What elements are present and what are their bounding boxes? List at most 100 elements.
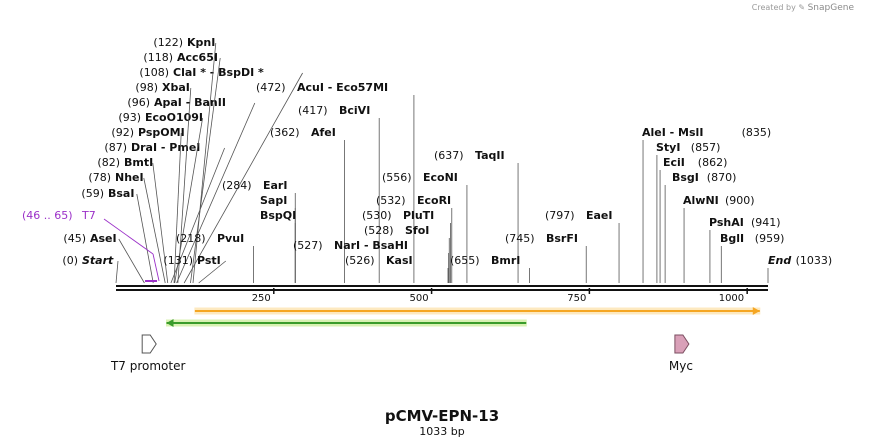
site-11-leader xyxy=(190,57,221,284)
site-12-name: KpnI xyxy=(187,36,215,49)
site-12-leader xyxy=(192,42,217,284)
site-11-pos: (118) xyxy=(143,51,173,64)
site-27-name: TaqII xyxy=(475,149,505,162)
site-25-name: EcoRI xyxy=(417,194,451,207)
credit: Created by ✎ SnapGene xyxy=(752,3,854,13)
site-2-leader xyxy=(136,193,154,284)
site-36-name: PshAI xyxy=(709,216,744,229)
site-15-name: EarI xyxy=(263,179,287,192)
site-29-pos: (745) xyxy=(505,232,535,245)
site-13-leader xyxy=(198,260,227,284)
site-10-leader xyxy=(183,72,303,284)
plasmid-length: 1033 bp xyxy=(419,425,465,438)
site-3-leader xyxy=(143,177,166,284)
plasmid-map: 250 500 750 1000 (0) Start (45) AseI (59) BsaI (78… xyxy=(22,36,833,373)
site-31-pos: (835) xyxy=(742,126,772,139)
site-35-name: AlwNI xyxy=(683,194,719,207)
site-37-pos: (959) xyxy=(755,232,785,245)
site-12-pos: (122) xyxy=(153,36,183,49)
snapgene-icon: ✎ xyxy=(798,3,806,12)
ruler-tick-label-1: 500 xyxy=(409,293,428,304)
site-34-pos: (870) xyxy=(707,171,737,184)
site-23-name: SfoI xyxy=(405,224,429,237)
site-5-leader xyxy=(170,147,225,284)
site-26-pos: (556) xyxy=(382,171,412,184)
site-26-name: EcoNI xyxy=(423,171,458,184)
ruler-tick-label-0: 250 xyxy=(252,293,271,304)
site-34-name: BsgI xyxy=(672,171,699,184)
site-10-pos: (108) xyxy=(139,66,169,79)
site-33-name: EciI xyxy=(663,156,685,169)
site-4-pos: (82) xyxy=(97,156,120,169)
annotation-1-shape xyxy=(674,334,690,354)
site-2-name: BsaI xyxy=(108,187,134,200)
site-18-name: AfeI xyxy=(311,126,336,139)
site-30-pos: (797) xyxy=(545,209,575,222)
site-15-pos: (284) xyxy=(222,179,252,192)
site-21-name: KasI xyxy=(386,254,413,267)
site-25-pos: (532) xyxy=(376,194,406,207)
site-1-pos: (45) xyxy=(63,232,86,245)
site-32-pos: (857) xyxy=(691,141,721,154)
ruler-tick-label-3: 1000 xyxy=(719,293,744,304)
site-3-name: NheI xyxy=(115,171,144,184)
feature-green-arrow-head xyxy=(166,319,174,327)
site-22-pos: (527) xyxy=(293,239,323,252)
site-13-name: PstI xyxy=(197,254,221,267)
site-35-pos: (900) xyxy=(725,194,755,207)
primer-leader xyxy=(103,218,154,255)
site-5-pos: (87) xyxy=(104,141,127,154)
site-20-name: AcuI - Eco57MI xyxy=(297,81,388,94)
site-24-name: PluTI xyxy=(403,209,434,222)
site-8-pos: (96) xyxy=(127,96,150,109)
site-1-name: AseI xyxy=(90,232,117,245)
site-7-pos: (93) xyxy=(118,111,141,124)
site-19-name: BciVI xyxy=(339,104,370,117)
credit-brand: SnapGene xyxy=(807,3,854,13)
site-8-leader xyxy=(176,102,256,284)
site-7-name: EcoO109I xyxy=(145,111,203,124)
site-20-pos: (472) xyxy=(256,81,286,94)
ruler-tick-label-2: 750 xyxy=(567,293,586,304)
site-30-name: EaeI xyxy=(586,209,613,222)
site-11-name: Acc65I xyxy=(177,51,218,64)
site-32-name: StyI xyxy=(656,141,680,154)
site-28-name: BmrI xyxy=(491,254,520,267)
site-6-leader xyxy=(173,132,182,284)
site-31-name: AleI - MslI xyxy=(642,126,703,139)
site-0-leader xyxy=(115,260,119,284)
site-16-name: SapI xyxy=(260,194,287,207)
site-3-pos: (78) xyxy=(88,171,111,184)
annotation-0-label: T7 promoter xyxy=(110,359,186,373)
site-9-leader xyxy=(177,87,192,284)
primer-leader-2 xyxy=(152,253,160,282)
site-0-pos: (0) xyxy=(62,254,78,267)
site-2-pos: (59) xyxy=(81,187,104,200)
site-38-pos: (1033) xyxy=(796,254,833,267)
site-28-pos: (655) xyxy=(450,254,480,267)
site-6-name: PspOMI xyxy=(138,126,185,139)
site-18-pos: (362) xyxy=(270,126,300,139)
primer-name: T7 xyxy=(81,209,96,222)
primer-range: (46 .. 65) xyxy=(22,209,73,222)
site-29-name: BsrFI xyxy=(546,232,578,245)
site-33-pos: (862) xyxy=(698,156,728,169)
site-1-leader xyxy=(118,238,145,284)
site-36-pos: (941) xyxy=(751,216,781,229)
site-14-pos: (218) xyxy=(176,232,206,245)
credit-prefix: Created by xyxy=(751,3,796,12)
site-4-name: BmtI xyxy=(124,156,153,169)
site-27-pos: (637) xyxy=(434,149,464,162)
site-5-name: DraI - PmeI xyxy=(131,141,200,154)
annotation-1-label: Myc xyxy=(669,359,693,373)
site-0-name: Start xyxy=(82,254,114,267)
annotation-0-shape xyxy=(141,334,157,354)
plasmid-name: pCMV-EPN-13 xyxy=(384,407,500,425)
site-24-pos: (530) xyxy=(362,209,392,222)
site-38-name: End xyxy=(768,254,791,267)
site-14-name: PvuI xyxy=(217,232,244,245)
site-37-name: BglI xyxy=(720,232,744,245)
site-19-pos: (417) xyxy=(298,104,328,117)
site-13-pos: (131) xyxy=(163,254,193,267)
site-9-name: XbaI xyxy=(162,81,190,94)
